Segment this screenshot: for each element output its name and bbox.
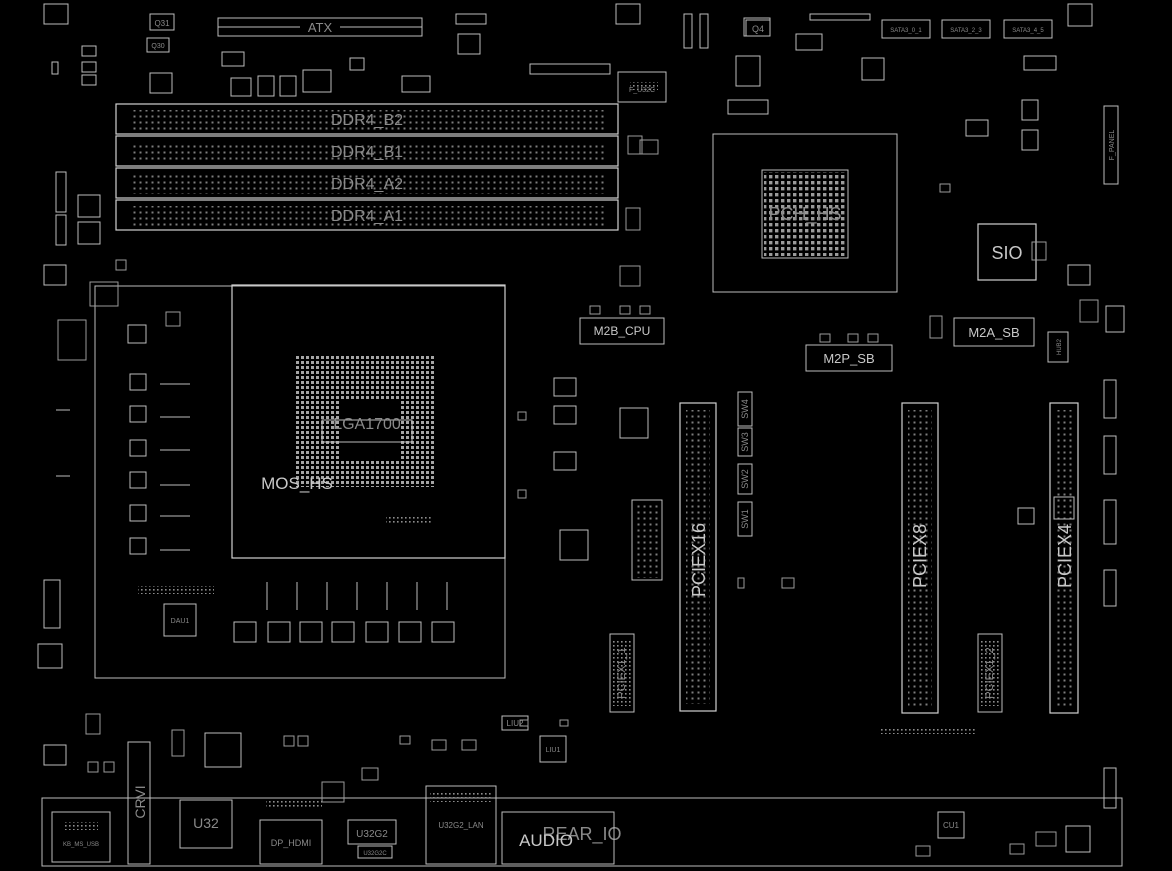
u32g2-lan-port: U32G2_LAN	[425, 785, 497, 865]
rear-io-outline	[41, 797, 1123, 867]
vrm-phases-left	[127, 324, 190, 555]
left-edge-parts	[37, 171, 101, 766]
liu1-label: LIU1	[546, 747, 561, 754]
sw2-label: SW2	[740, 469, 750, 489]
kb-ms-usb-port: KB_MS_USB	[51, 811, 111, 863]
cpu-socket: LGA1700	[231, 284, 506, 559]
sw3-label: SW3	[740, 432, 750, 452]
sio-chip: SIO	[977, 223, 1037, 281]
pch-hs-label: PCH_HS	[768, 204, 841, 225]
dau1-chip: DAU1	[138, 586, 214, 637]
atx-connector: ATX	[217, 17, 423, 37]
ddr4-slot-a2: DDR4_A2	[115, 167, 619, 199]
ddr4-b2-label: DDR4_B2	[331, 112, 403, 129]
u32g2-lan-label: U32G2_LAN	[438, 821, 484, 830]
audio-port: AUDIO	[501, 811, 615, 865]
sata-connector-1: SATA3_0_1	[881, 19, 931, 39]
sw4-label: SW4	[740, 399, 750, 419]
dau1-label: DAU1	[171, 618, 190, 625]
x8-bottom-pins	[880, 728, 976, 734]
liu2-chip: LIU2	[501, 715, 529, 731]
sata-connector-3: SATA3_4_5	[1003, 19, 1053, 39]
m2p-sb-slot: M2P_SB	[805, 344, 893, 372]
audio-label: AUDIO	[519, 831, 573, 850]
f-u32c-label: F_U32C	[629, 87, 655, 94]
dp-hdmi-label: DP_HDMI	[271, 838, 312, 848]
scattered-passives	[57, 135, 1099, 857]
crvi-label: CRVI	[132, 785, 148, 818]
pcie-x4-slot: PCIEX4	[1049, 402, 1079, 714]
ddr4-slot-b1: DDR4_B1	[115, 135, 619, 167]
u32-port: U32	[179, 799, 233, 849]
sata-label-2: SATA3_2_3	[950, 28, 982, 34]
ddr4-b1-label: DDR4_B1	[331, 144, 403, 161]
u32-label: U32	[193, 815, 219, 831]
liu2-label: LIU2	[507, 719, 524, 728]
cu1-label: CU1	[943, 821, 960, 830]
pciex8-label: PCIEX8	[910, 524, 930, 588]
ddr4-slot-a1: DDR4_A1	[115, 199, 619, 231]
m2b-cpu-label: M2B_CPU	[594, 324, 651, 338]
pciex16-label: PCIEX16	[689, 523, 709, 597]
pciex1-1-label: PCIEX1_1	[616, 647, 628, 698]
lga1700-label: LGA1700	[333, 416, 401, 433]
switch-sw1: SW1	[737, 501, 753, 537]
hub2-label: HUB2	[1057, 338, 1063, 355]
u32g2-port: U32G2	[347, 819, 397, 845]
pcie-x16-slot: PCIEX16	[679, 402, 717, 712]
u32g2c-port: U32G2C	[357, 845, 393, 859]
pcie-x8-slot: PCIEX8	[901, 402, 939, 714]
switch-sw3: SW3	[737, 427, 753, 457]
u32g2c-label: U32G2C	[363, 851, 387, 857]
cpu-side-parts	[553, 377, 663, 581]
dp-hdmi-port: DP_HDMI	[259, 800, 323, 865]
atx-label: ATX	[308, 20, 333, 35]
q30-label: Q30	[151, 43, 164, 50]
sio-label: SIO	[991, 243, 1022, 263]
switch-sw2: SW2	[737, 463, 753, 495]
pcie-x1-slot-2: PCIEX1_2	[977, 633, 1003, 713]
mos-hs-label: MOS_HS	[261, 474, 333, 493]
m2p-sb-label: M2P_SB	[823, 351, 874, 366]
crvi-connector: CRVI	[127, 741, 151, 865]
ddr4-a1-label: DDR4_A1	[331, 208, 403, 225]
sata-connector-2: SATA3_2_3	[941, 19, 991, 39]
sata-label-3: SATA3_4_5	[1012, 28, 1044, 34]
m2b-cpu-slot: M2B_CPU	[579, 317, 665, 345]
q31-part: Q31	[149, 13, 175, 31]
m2a-sb-slot: M2A_SB	[953, 317, 1035, 347]
pch-heatsink: PCH_HS	[712, 133, 898, 293]
ddr4-slot-b2: DDR4_B2	[115, 103, 619, 135]
f-u32c-connector: F_U32C	[617, 71, 667, 103]
ddr4-a2-label: DDR4_A2	[331, 176, 403, 193]
m2a-sb-label: M2A_SB	[968, 325, 1019, 340]
q30-part: Q30	[146, 37, 170, 53]
sata-label-1: SATA3_0_1	[890, 28, 922, 34]
kb-ms-usb-label: KB_MS_USB	[63, 842, 99, 848]
f-panel-header: F_PANEL	[1103, 105, 1119, 185]
right-side-parts	[965, 99, 1125, 853]
cu1-chip: CU1	[937, 811, 965, 839]
pciex4-label: PCIEX4	[1055, 524, 1075, 588]
switch-sw4: SW4	[737, 391, 753, 427]
top-left-misc	[43, 3, 1093, 115]
vrm-phases-bottom	[233, 582, 455, 643]
q4-label: Q4	[752, 24, 764, 34]
pcie-x1-slot-1: PCIEX1_1	[609, 633, 635, 713]
sw1-label: SW1	[740, 509, 750, 529]
u32g2-label: U32G2	[356, 829, 388, 840]
pciex1-2-label: PCIEX1_2	[984, 647, 996, 698]
huau1-chip	[204, 732, 242, 768]
liu1-chip: LIU1	[539, 735, 567, 763]
hub2-chip: HUB2	[1047, 331, 1069, 363]
q4-part: Q4	[745, 19, 771, 37]
rear-io-label: REAR_IO	[542, 824, 621, 845]
q31-label: Q31	[154, 19, 170, 28]
f-panel-label: F_PANEL	[1109, 130, 1116, 161]
